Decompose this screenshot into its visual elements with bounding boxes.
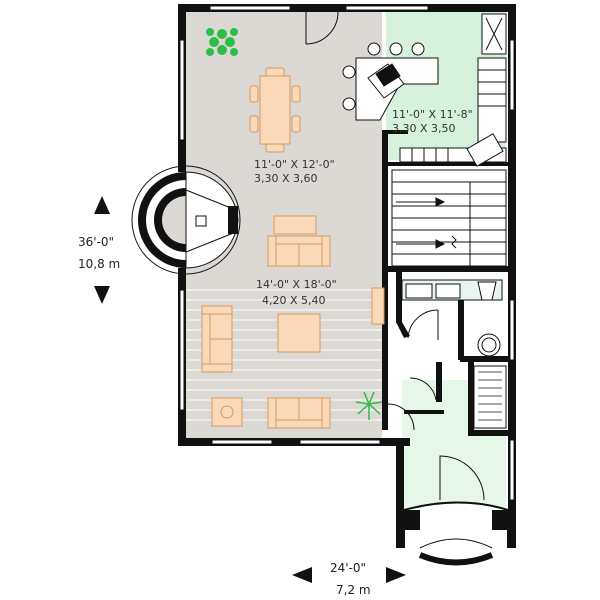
dining-chair bbox=[249, 85, 259, 103]
furniture bbox=[201, 67, 385, 429]
kitchen-dim-m: 3,30 X 3,50 bbox=[392, 122, 456, 135]
dining-dim-m: 3,30 X 3,60 bbox=[254, 172, 318, 185]
interior-walls bbox=[388, 130, 508, 436]
dining-table bbox=[259, 75, 291, 145]
console-table bbox=[371, 287, 385, 325]
depth-ft-label: 36'-0" bbox=[78, 235, 114, 249]
bar-stool bbox=[342, 97, 356, 111]
arrow-up-icon bbox=[94, 196, 110, 214]
wall-interior-vertical bbox=[382, 130, 388, 430]
bar-stool bbox=[389, 42, 403, 56]
width-m-label: 7,2 m bbox=[336, 583, 371, 597]
arrow-down-icon bbox=[94, 286, 110, 304]
wall-bottom-living bbox=[178, 438, 410, 446]
interior-door-swings bbox=[387, 309, 439, 431]
bar-stool bbox=[342, 65, 356, 79]
bay-window bbox=[131, 165, 241, 275]
depth-m-label: 10,8 m bbox=[78, 257, 120, 271]
kitchen bbox=[342, 13, 507, 167]
wall-entry-left bbox=[396, 438, 404, 548]
living-dim-m: 4,20 X 5,40 bbox=[262, 294, 326, 307]
dining-chair bbox=[291, 115, 301, 133]
kitchen-sink bbox=[466, 133, 504, 167]
dining-chair bbox=[265, 67, 285, 77]
arrow-right-icon bbox=[386, 567, 406, 583]
wc-fixtures bbox=[401, 279, 507, 429]
kitchen-counter-right bbox=[477, 57, 507, 143]
kitchen-dim-ft: 11'-0" X 11'-8" bbox=[392, 108, 473, 121]
plant-icon bbox=[206, 28, 238, 56]
width-ft-label: 24'-0" bbox=[330, 561, 366, 575]
windows bbox=[179, 5, 515, 501]
dining-chair bbox=[265, 143, 285, 153]
plant-icon bbox=[355, 391, 383, 420]
wall-right-upper bbox=[508, 4, 516, 548]
entry-door-top bbox=[305, 11, 339, 45]
entry-bay bbox=[403, 455, 509, 566]
living-dim-ft: 14'-0" X 18'-0" bbox=[256, 278, 337, 291]
coffee-table bbox=[277, 313, 321, 353]
arrow-left-icon bbox=[292, 567, 312, 583]
dining-chair bbox=[249, 115, 259, 133]
bar-stool bbox=[367, 42, 381, 56]
bar-stool bbox=[411, 42, 425, 56]
side-table bbox=[273, 215, 317, 235]
closet-hatch bbox=[478, 371, 502, 421]
dining-dim-ft: 11'-0" X 12'-0" bbox=[254, 158, 335, 171]
dining-chair bbox=[291, 85, 301, 103]
stairs bbox=[391, 169, 507, 267]
